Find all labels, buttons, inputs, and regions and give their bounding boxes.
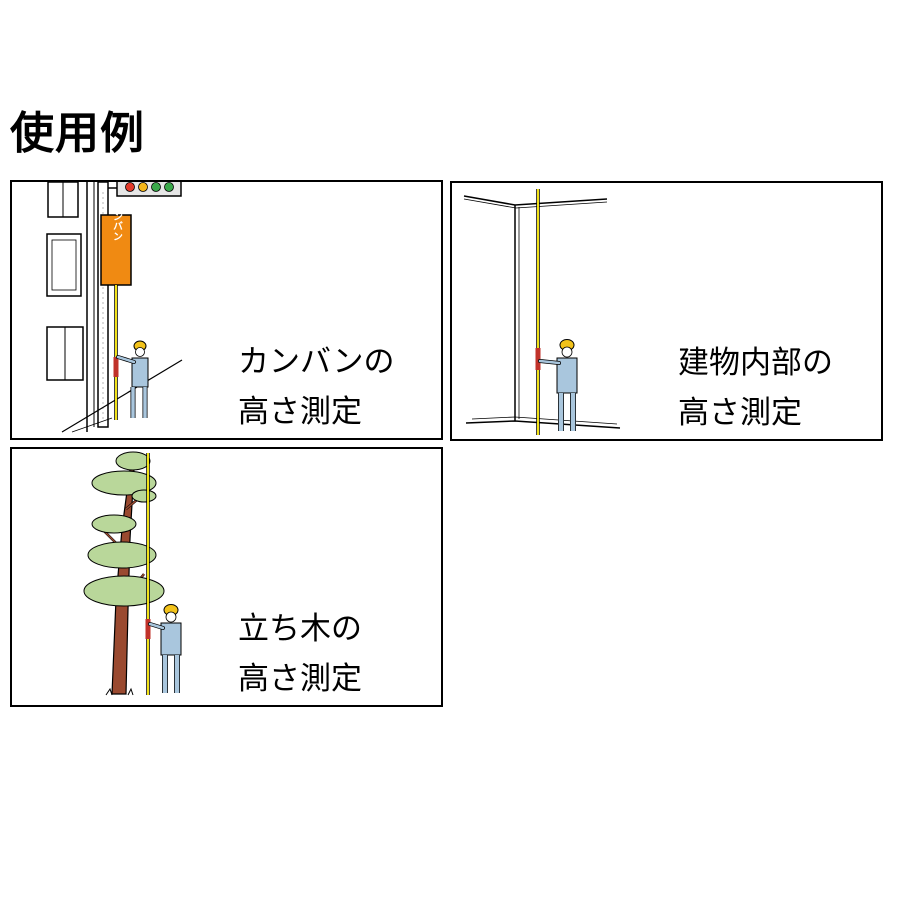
page-title: 使用例: [10, 108, 145, 159]
caption-line-1: 立ち木の: [238, 611, 362, 647]
signboard-text: カンバン: [111, 201, 123, 241]
caption-line-1: 建物内部の: [678, 345, 833, 381]
caption-tree: 立ち木の 高さ測定: [238, 604, 362, 704]
usage-example-interior: 建物内部の 高さ測定: [450, 181, 883, 441]
caption-line-2: 高さ測定: [238, 394, 362, 430]
tree-illustration: [83, 451, 182, 696]
usage-example-signboard: カンバン カンバンの 高さ測定: [10, 180, 443, 440]
usage-example-tree: 立ち木の 高さ測定: [10, 447, 443, 707]
signboard-illustration: カンバン: [46, 182, 183, 433]
orange-signboard: [100, 214, 132, 286]
caption-signboard: カンバンの 高さ測定: [238, 337, 395, 437]
caption-line-1: カンバンの: [238, 344, 395, 380]
caption-line-2: 高さ測定: [678, 395, 802, 431]
interior-illustration: [463, 189, 621, 435]
caption-interior: 建物内部の 高さ測定: [678, 338, 833, 438]
caption-line-2: 高さ測定: [238, 661, 362, 697]
